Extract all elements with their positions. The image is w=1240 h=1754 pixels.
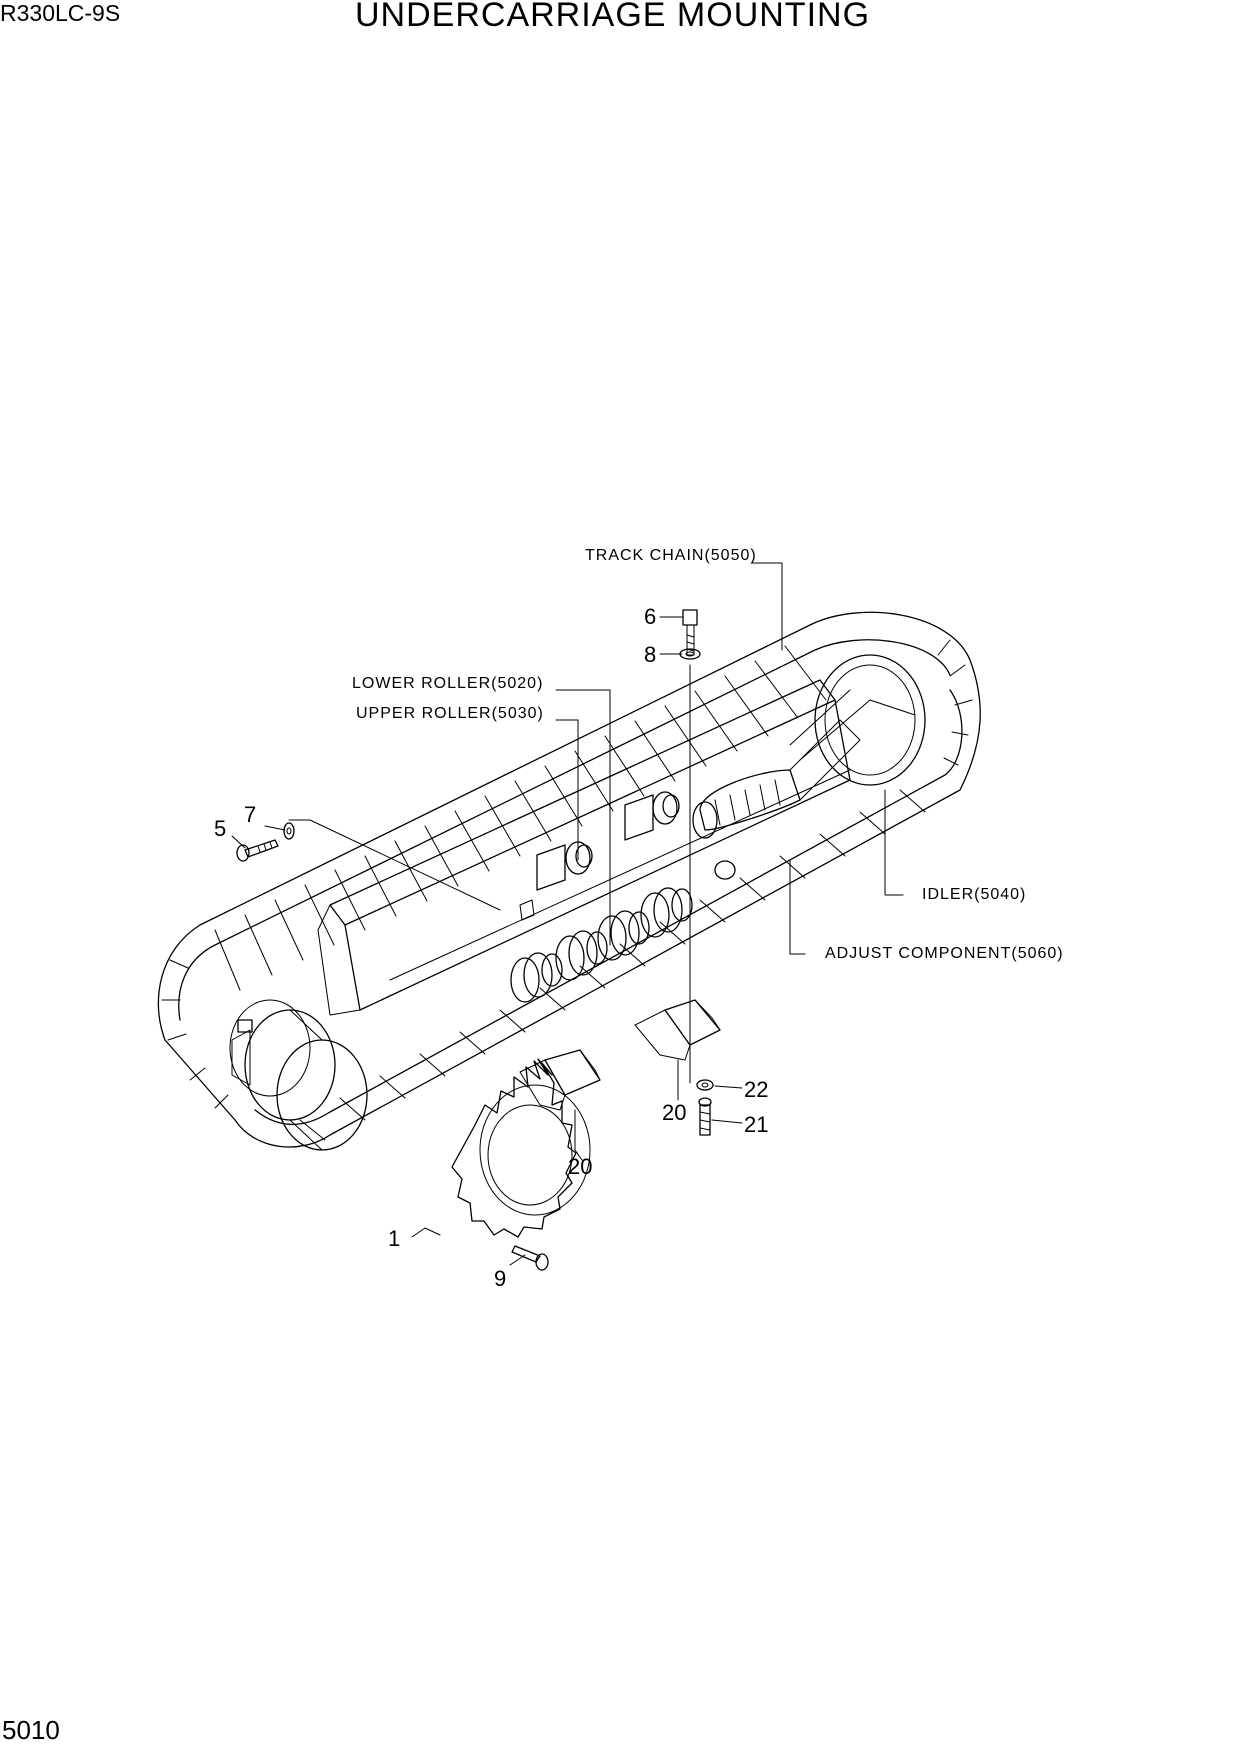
- track-assembly: [157, 611, 981, 1148]
- final-drive: [229, 999, 368, 1151]
- upper-rollers: [536, 791, 680, 891]
- washer: [283, 822, 295, 840]
- sprocket: [451, 1058, 591, 1238]
- track-guard: [634, 999, 721, 1061]
- track-guard: [519, 1049, 601, 1111]
- label-idler: IDLER(5040): [922, 886, 1026, 903]
- callout-5: 5: [214, 816, 226, 841]
- track-shoes-idler-end: [937, 639, 973, 766]
- callout-20a: 20: [568, 1154, 592, 1179]
- page-number: 5010: [2, 1715, 60, 1745]
- upper-roller: [536, 841, 593, 891]
- callout-7: 7: [244, 802, 256, 827]
- upper-roller: [624, 791, 680, 841]
- callout-8: 8: [644, 642, 656, 667]
- track-inner-bottom: [254, 689, 963, 1126]
- callout-22: 22: [744, 1077, 768, 1102]
- track-frame: [317, 679, 851, 1016]
- lower-roller: [555, 930, 608, 981]
- lower-roller: [510, 952, 563, 1003]
- callout-21: 21: [744, 1112, 768, 1137]
- lower-roller: [640, 887, 693, 938]
- callout-1: 1: [388, 1226, 400, 1251]
- callout-6: 6: [644, 604, 656, 629]
- model-number: R330LC-9S: [0, 0, 121, 26]
- track-shoes-sprocket-end: [161, 959, 229, 1109]
- page-title: UNDERCARRIAGE MOUNTING: [355, 0, 871, 34]
- bolt: [682, 609, 698, 656]
- track-inner-top: [178, 639, 951, 1021]
- track-shoes-top: [214, 645, 827, 991]
- group-labels: TRACK CHAIN(5050) LOWER ROLLER(5020) UPP…: [352, 547, 1064, 962]
- bolt: [698, 1097, 712, 1136]
- leader-lines: [231, 562, 904, 1266]
- washer: [696, 1079, 714, 1091]
- bolt: [511, 1245, 549, 1271]
- track-outline: [157, 611, 981, 1148]
- callout-numbers: 1 5 6 7 8 9 20 20 21 22: [214, 604, 768, 1291]
- callout-9: 9: [494, 1266, 506, 1291]
- callout-20b: 20: [662, 1100, 686, 1125]
- washer: [679, 648, 701, 660]
- label-upper-roller: UPPER ROLLER(5030): [356, 705, 544, 722]
- track-shoes-bottom: [299, 789, 926, 1141]
- label-lower-roller: LOWER ROLLER(5020): [352, 675, 543, 692]
- lower-roller: [597, 910, 650, 961]
- label-adjust-component: ADJUST COMPONENT(5060): [825, 945, 1064, 962]
- lower-rollers: [510, 887, 693, 1003]
- idler-assembly: [789, 654, 926, 786]
- label-track-chain: TRACK CHAIN(5050): [585, 547, 757, 564]
- adjust-component: [692, 719, 861, 880]
- bolt: [236, 839, 279, 862]
